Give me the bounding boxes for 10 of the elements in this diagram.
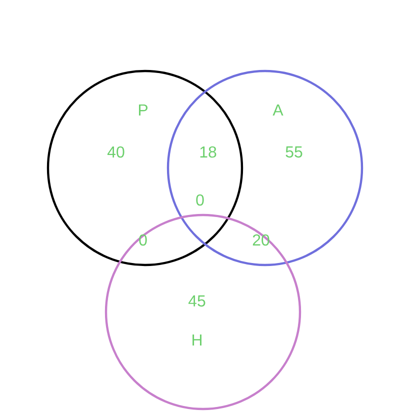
region-count: 55 xyxy=(286,146,302,158)
region-count: 18 xyxy=(200,146,216,158)
region-count: 0 xyxy=(196,194,204,206)
region-count: 20 xyxy=(252,234,270,246)
region-count: 45 xyxy=(188,295,206,307)
set-label: P xyxy=(138,104,148,116)
set-label: H xyxy=(192,334,202,346)
set-label: A xyxy=(272,104,284,116)
region-count: 0 xyxy=(139,234,147,246)
region-count: 40 xyxy=(107,146,124,158)
